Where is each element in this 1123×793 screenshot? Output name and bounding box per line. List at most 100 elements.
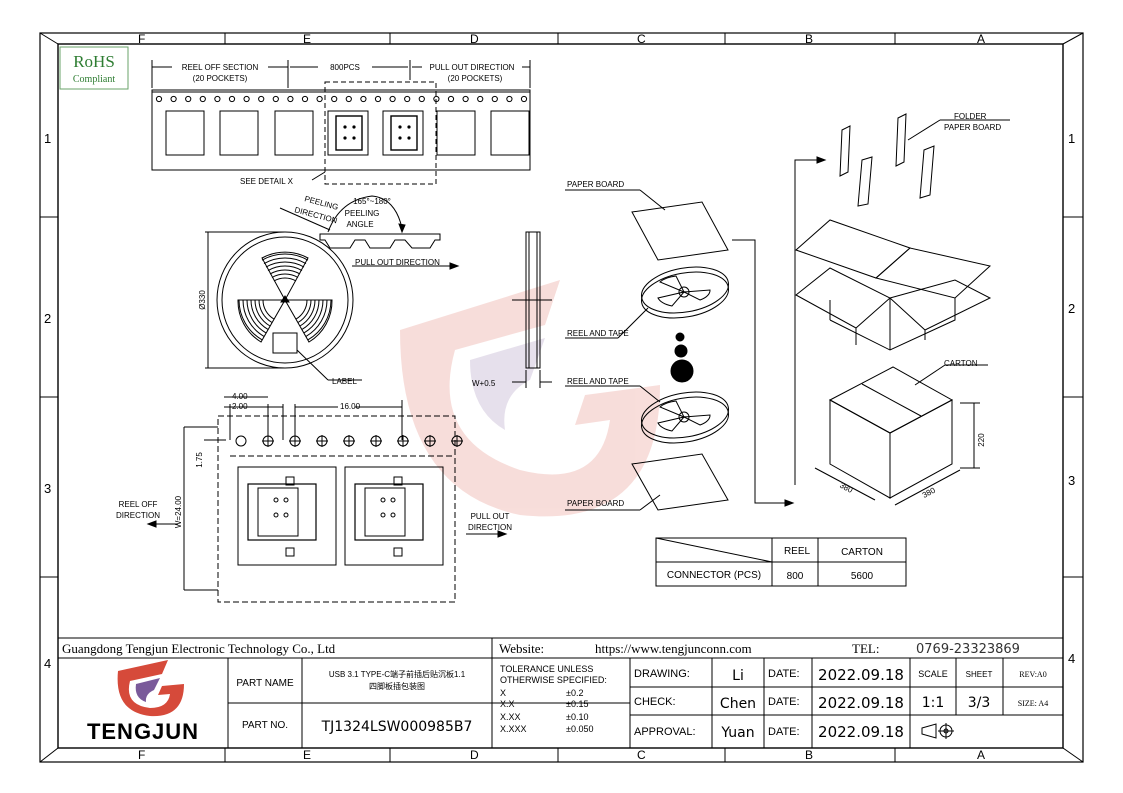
- peeling-angle-line1: PEELING: [345, 209, 380, 218]
- reel-side-view: [512, 231, 552, 388]
- zone-col-top-5: B: [805, 32, 813, 46]
- tol-val-x: ±0.2: [566, 688, 583, 698]
- qty-carton-value: 5600: [851, 571, 874, 582]
- rohs-label: RoHS: [73, 52, 115, 71]
- pull-out-direction-2: DIRECTION: [468, 523, 512, 532]
- tolerance-line1: TOLERANCE UNLESS: [500, 664, 593, 674]
- zone-row-right-2: 2: [1068, 301, 1075, 316]
- part-no-label: PART NO.: [242, 720, 288, 731]
- carton-dim-length: 380: [838, 481, 854, 495]
- hole-crosshair: [343, 435, 355, 447]
- sprocket-hole: [287, 95, 294, 103]
- pull-out-pockets: (20 POCKETS): [448, 74, 503, 83]
- sheet-label: SHEET: [966, 670, 993, 679]
- reel-tape-winding: [262, 299, 275, 320]
- sprocket-hole: [199, 95, 206, 103]
- carrier-tape-strip: [151, 60, 531, 185]
- qty-row-label: CONNECTOR (PCS): [667, 570, 761, 581]
- reel-and-tape-label-1: REEL AND TAPE: [567, 329, 629, 338]
- reel-tape-winding: [265, 261, 305, 268]
- zone-labels: F E D C B A F E D C B A 1 2 3 4 1 2 3 4: [44, 32, 1075, 762]
- paper-size: SIZE: A4: [1018, 699, 1048, 708]
- rohs-mark: RoHS Compliant: [59, 46, 129, 90]
- sprocket-hole: [272, 95, 279, 103]
- zone-row-right-3: 3: [1068, 473, 1075, 488]
- drawing-label: DRAWING:: [634, 668, 690, 680]
- pull-out-direction-1: PULL OUT: [471, 512, 510, 521]
- approval-label: APPROVAL:: [634, 726, 696, 738]
- pcs-count-label: 800PCS: [330, 63, 360, 72]
- reel-tape-winding: [242, 299, 265, 337]
- reel-off-section-label: REEL OFF SECTION: [182, 63, 259, 72]
- zone-col-top-6: A: [977, 32, 985, 46]
- company-name: Guangdong Tengjun Electronic Technology …: [62, 641, 336, 656]
- folder-label-2: PAPER BOARD: [944, 123, 1001, 132]
- sprocket-hole: [258, 95, 265, 103]
- part-number: TJ1324LSW000985B7: [321, 719, 473, 735]
- check-value: Chen: [720, 696, 756, 712]
- see-detail-label: SEE DETAIL X: [240, 177, 294, 186]
- approval-value: Yuan: [720, 725, 754, 741]
- reel-and-tape-label-2: REEL AND TAPE: [567, 377, 629, 386]
- paper-board-top-label: PAPER BOARD: [567, 180, 624, 189]
- reel-tape-winding: [258, 299, 273, 323]
- dim-1-75: 1.75: [195, 452, 204, 468]
- part-name-line1: USB 3.1 TYPE-C端子前插后贴沉板1.1: [329, 669, 466, 679]
- tol-val-xxxx: ±0.050: [566, 724, 593, 734]
- sprocket-hole: [228, 95, 236, 103]
- tol-val-xx: ±0.15: [566, 699, 588, 709]
- reel-width-dim: W+0.5: [472, 379, 496, 388]
- reel-tape-winding: [295, 299, 308, 320]
- date-label-2: DATE:: [768, 696, 800, 708]
- detail-x-view: [146, 396, 508, 603]
- date-value-check: 2022.09.18: [818, 694, 904, 712]
- detail-sprocket-hole: [235, 435, 247, 447]
- zone-col-bottom-1: F: [138, 748, 145, 762]
- date-label-3: DATE:: [768, 726, 800, 738]
- reel-diameter-dim: Ø330: [198, 290, 207, 310]
- hole-crosshair: [424, 435, 436, 447]
- check-label: CHECK:: [634, 696, 676, 708]
- zone-col-bottom-4: C: [637, 748, 646, 762]
- sprocket-hole: [477, 95, 484, 103]
- hole-crosshair: [397, 435, 409, 447]
- peeling-angle-line2: ANGLE: [346, 220, 373, 229]
- reel-off-pockets: (20 POCKETS): [193, 74, 248, 83]
- website-url: https://www.tengjunconn.com: [595, 641, 752, 656]
- hole-crosshair: [370, 435, 382, 447]
- hole-crosshair: [451, 435, 463, 447]
- rohs-compliant: Compliant: [73, 74, 115, 85]
- sprocket-hole: [185, 95, 192, 103]
- reel-tape-winding: [263, 257, 307, 265]
- packing-stack: [565, 156, 827, 511]
- sprocket-hole: [155, 95, 163, 103]
- website-label: Website:: [499, 641, 544, 656]
- zone-row-left-4: 4: [44, 656, 51, 671]
- reel-tape-winding: [267, 265, 303, 272]
- reel-off-direction-2: DIRECTION: [116, 511, 160, 520]
- tol-val-xxx: ±0.10: [566, 712, 588, 722]
- tel-number: 0769-23323869: [916, 642, 1020, 657]
- tol-key-xxx: X.XX: [500, 712, 521, 722]
- zone-col-top-3: D: [470, 32, 479, 46]
- zone-row-left-3: 3: [44, 481, 51, 496]
- zone-row-right-4: 4: [1068, 651, 1075, 666]
- reel-front-view: [205, 195, 460, 381]
- sprocket-hole: [214, 95, 221, 103]
- quantity-table: [655, 537, 907, 587]
- qty-header-carton: CARTON: [841, 547, 883, 558]
- zone-row-left-1: 1: [44, 131, 51, 146]
- tengjun-logo: [117, 660, 184, 717]
- sheet-value: 3/3: [968, 695, 991, 711]
- sprocket-hole: [331, 95, 338, 103]
- tol-key-xxxx: X.XXX: [500, 724, 527, 734]
- carton-label: CARTON: [944, 359, 978, 368]
- scale-value: 1:1: [922, 695, 945, 711]
- drawing-value: Li: [732, 668, 744, 684]
- open-carton: [795, 219, 992, 351]
- title-block: [58, 637, 1063, 748]
- sprocket-hole: [243, 95, 250, 103]
- zone-col-top-4: C: [637, 32, 646, 46]
- sprocket-hole: [389, 95, 396, 103]
